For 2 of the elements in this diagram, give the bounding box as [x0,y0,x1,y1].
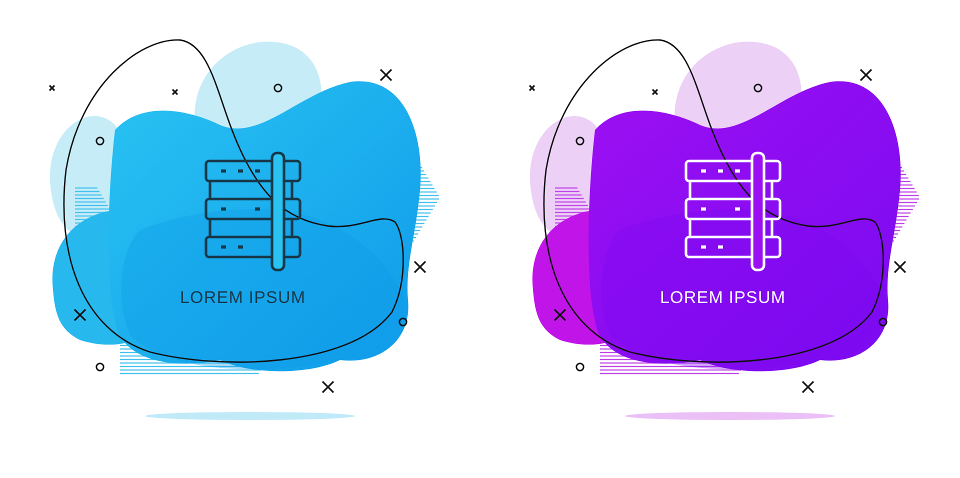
caption-text: LOREM IPSUM [180,288,306,308]
caption-text: LOREM IPSUM [660,288,786,308]
